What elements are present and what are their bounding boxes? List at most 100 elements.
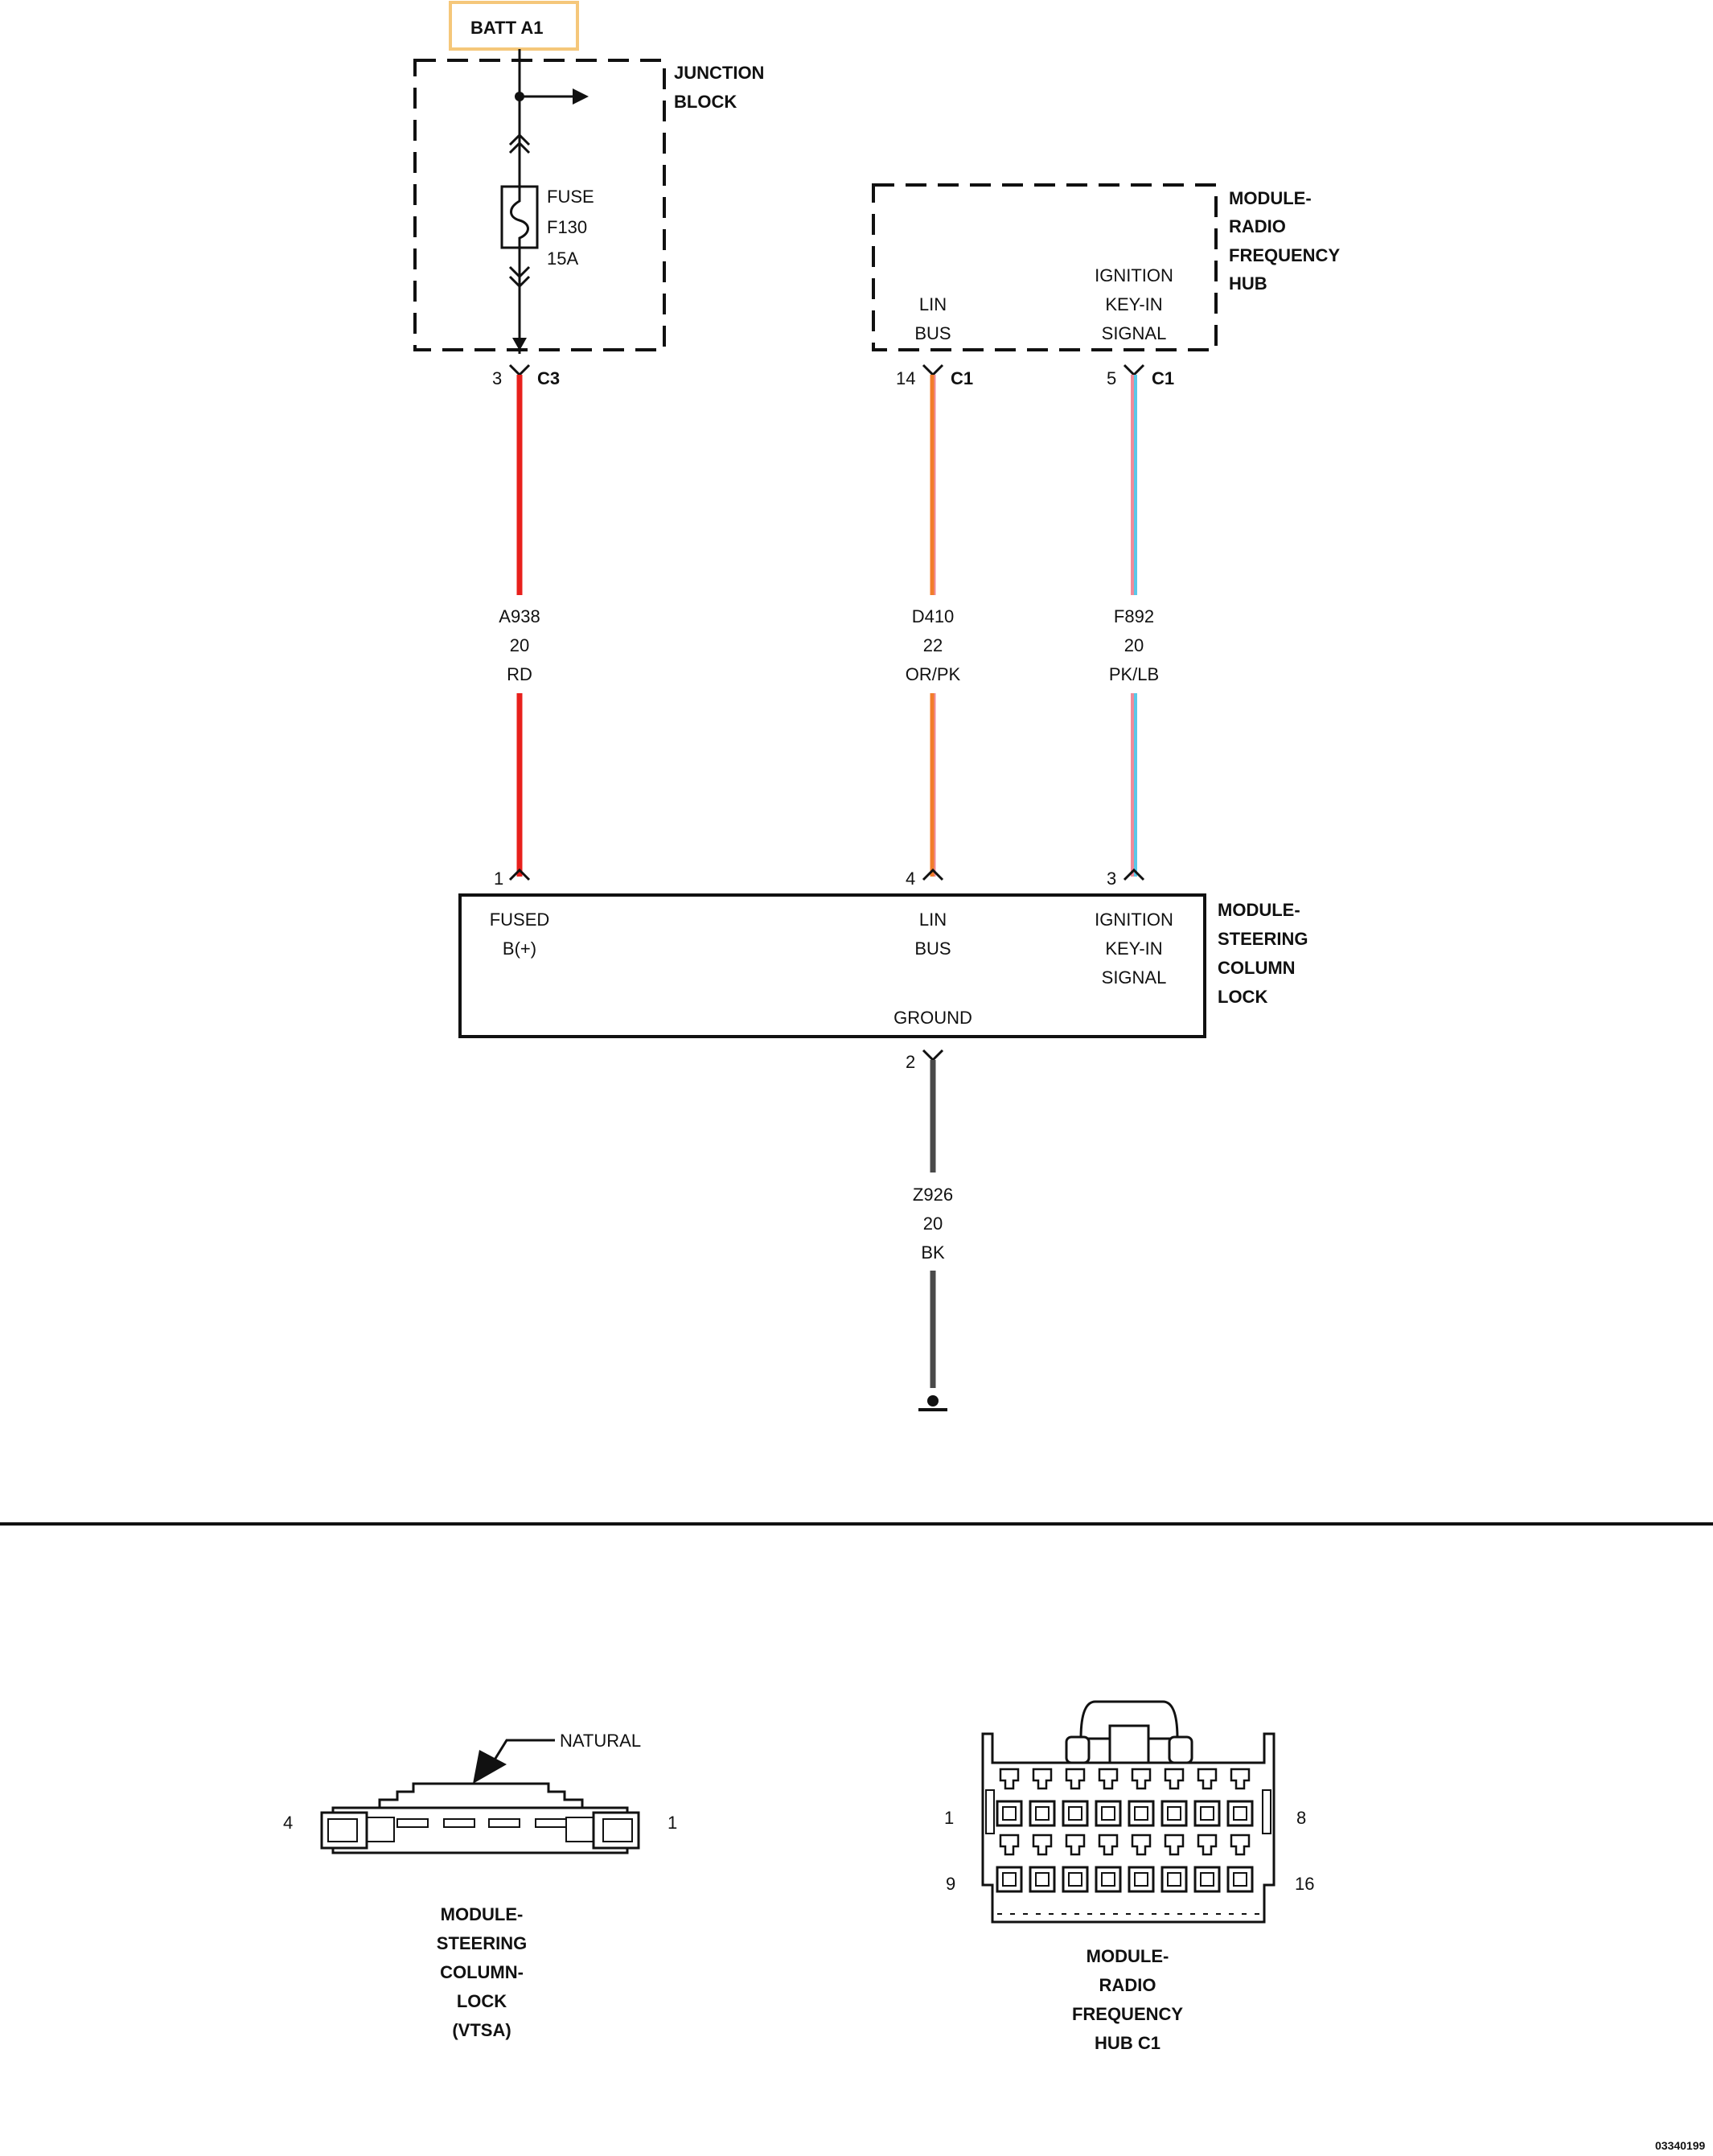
cavity-latch <box>1131 1768 1152 1790</box>
cavity-latch <box>1065 1768 1086 1790</box>
scl-label-4: LOCK <box>1218 987 1267 1007</box>
connector-c1-ign-icon <box>1123 363 1145 377</box>
figure-id: 03340199 <box>1655 2139 1706 2152</box>
cavity-latch <box>1098 1768 1119 1790</box>
ground-icon <box>927 1395 939 1407</box>
cavity-9 <box>996 1866 1023 1893</box>
rf-hub-connector-latch <box>1079 1700 1179 1740</box>
scl-module-box <box>458 893 1206 1038</box>
cavity-13 <box>1128 1866 1155 1893</box>
cavity-1 <box>996 1800 1023 1827</box>
scl-label-1: MODULE- <box>1218 900 1300 920</box>
cavity-terminal <box>1134 1872 1148 1887</box>
cavity-2 <box>1029 1800 1056 1827</box>
wire-d410: D410 22 OR/PK <box>906 375 961 877</box>
wire-z926-color: BK <box>921 1242 945 1263</box>
splice-arrow-icon <box>573 88 589 105</box>
junction-block-outline <box>413 59 666 351</box>
scl-connector-caption-1: MODULE- <box>441 1904 524 1924</box>
wire-a938-gauge: 20 <box>510 635 529 655</box>
fuse-rating: 15A <box>547 248 578 269</box>
rf-hub-connector-caption-4: HUB C1 <box>1095 2033 1160 2053</box>
cavity-3 <box>1062 1800 1089 1827</box>
cavity-latch <box>999 1768 1020 1790</box>
cavity-latch <box>1164 1834 1185 1856</box>
cavity-terminal <box>1002 1872 1017 1887</box>
cavity-latch <box>999 1834 1020 1856</box>
rf-hub-connector-view: 1 8 9 16 MODULE- RADIO FREQUENCY HUB C1 <box>944 1700 1314 2053</box>
cavity-7 <box>1193 1800 1221 1827</box>
wire-z926-circuit: Z926 <box>913 1185 953 1205</box>
scl-lin-label-2: BUS <box>914 938 951 959</box>
callout-arrow-icon <box>473 1750 507 1784</box>
connector-c3-name: C3 <box>537 368 560 388</box>
junction-block-label-2: BLOCK <box>674 92 737 112</box>
cavity-16 <box>1226 1866 1254 1893</box>
cavity-terminal <box>1233 1872 1247 1887</box>
scl-ign-label-2: KEY-IN <box>1105 938 1162 959</box>
wire-a938-circuit: A938 <box>499 606 540 626</box>
rf-hub-connector-pin-16: 16 <box>1295 1874 1314 1894</box>
cavity-latch <box>1032 1768 1053 1790</box>
scl-terminal <box>396 1818 429 1828</box>
inline-connector-icon <box>508 133 531 146</box>
connector-c1-lin-pin: 14 <box>896 368 915 388</box>
scl-label-2: STEERING <box>1218 929 1308 949</box>
wire-f892-gauge: 20 <box>1124 635 1144 655</box>
scl-pin-ground: 2 <box>906 1052 915 1072</box>
rf-hub-lin-label-1: LIN <box>919 294 947 314</box>
scl-ground-label: GROUND <box>893 1008 972 1028</box>
junction-block-label-1: JUNCTION <box>674 63 764 83</box>
cavity-8 <box>1226 1800 1254 1827</box>
cavity-terminal <box>1167 1872 1181 1887</box>
rf-hub-label-4: HUB <box>1229 273 1267 294</box>
scl-connector-latch <box>378 1782 584 1809</box>
cavity-latch <box>1230 1768 1251 1790</box>
cavity-latch <box>1230 1834 1251 1856</box>
scl-ign-label-1: IGNITION <box>1095 910 1173 930</box>
rf-hub-ign-label-1: IGNITION <box>1095 265 1173 285</box>
scl-fused-label-1: FUSED <box>490 910 550 930</box>
wire-a938: A938 20 RD <box>499 375 540 877</box>
cavity-terminal <box>1167 1806 1181 1821</box>
connector-c1-ign-name: C1 <box>1152 368 1174 388</box>
cavity-4 <box>1095 1800 1122 1827</box>
scl-connector-pin-left: 4 <box>283 1813 293 1833</box>
cavity-6 <box>1160 1800 1188 1827</box>
cavity-latch <box>1197 1834 1218 1856</box>
down-arrow-icon <box>512 338 527 351</box>
scl-fused-label-2: B(+) <box>503 938 536 959</box>
scl-terminal <box>535 1818 567 1828</box>
rf-hub-cavity-grid <box>996 1768 1254 1893</box>
cavity-5 <box>1128 1800 1155 1827</box>
cavity-terminal <box>1233 1806 1247 1821</box>
rf-hub-outline <box>872 183 1218 351</box>
scl-connector-pin-right: 1 <box>668 1813 677 1833</box>
wire-d410-circuit: D410 <box>912 606 955 626</box>
connector-c1-ign: 5 C1 <box>1107 363 1174 388</box>
scl-terminal <box>488 1818 520 1828</box>
scl-terminal <box>443 1818 475 1828</box>
scl-connector-color-callout: NATURAL <box>560 1731 641 1751</box>
cavity-latch <box>1131 1834 1152 1856</box>
connector-c1-ign-pin: 5 <box>1107 368 1116 388</box>
connector-c3-icon <box>508 363 531 377</box>
rf-hub-ign-label-3: SIGNAL <box>1102 323 1167 343</box>
rf-hub-label-1: MODULE- <box>1229 188 1312 208</box>
fuse-id: F130 <box>547 217 587 237</box>
cavity-terminal <box>1002 1806 1017 1821</box>
scl-connector-view: NATURAL 4 1 MODULE- STEERING COLUMN- LOC… <box>283 1731 677 2040</box>
wire-d410-color: OR/PK <box>906 664 961 684</box>
cavity-terminal <box>1035 1806 1050 1821</box>
rf-hub-connector-pin-8: 8 <box>1296 1808 1306 1828</box>
cavity-latch <box>1197 1768 1218 1790</box>
junction-block: JUNCTION BLOCK FUSE F130 15A <box>413 49 764 354</box>
scl-pin-lin: 4 <box>906 869 915 889</box>
power-source: BATT A1 <box>449 1 579 51</box>
cavity-terminal <box>1101 1806 1115 1821</box>
connector-c3-pin: 3 <box>492 368 502 388</box>
rf-hub-ign-label-2: KEY-IN <box>1105 294 1162 314</box>
rf-hub-label-2: RADIO <box>1229 216 1286 236</box>
scl-pin2-connector-icon <box>922 1049 944 1062</box>
cavity-terminal <box>1101 1872 1115 1887</box>
